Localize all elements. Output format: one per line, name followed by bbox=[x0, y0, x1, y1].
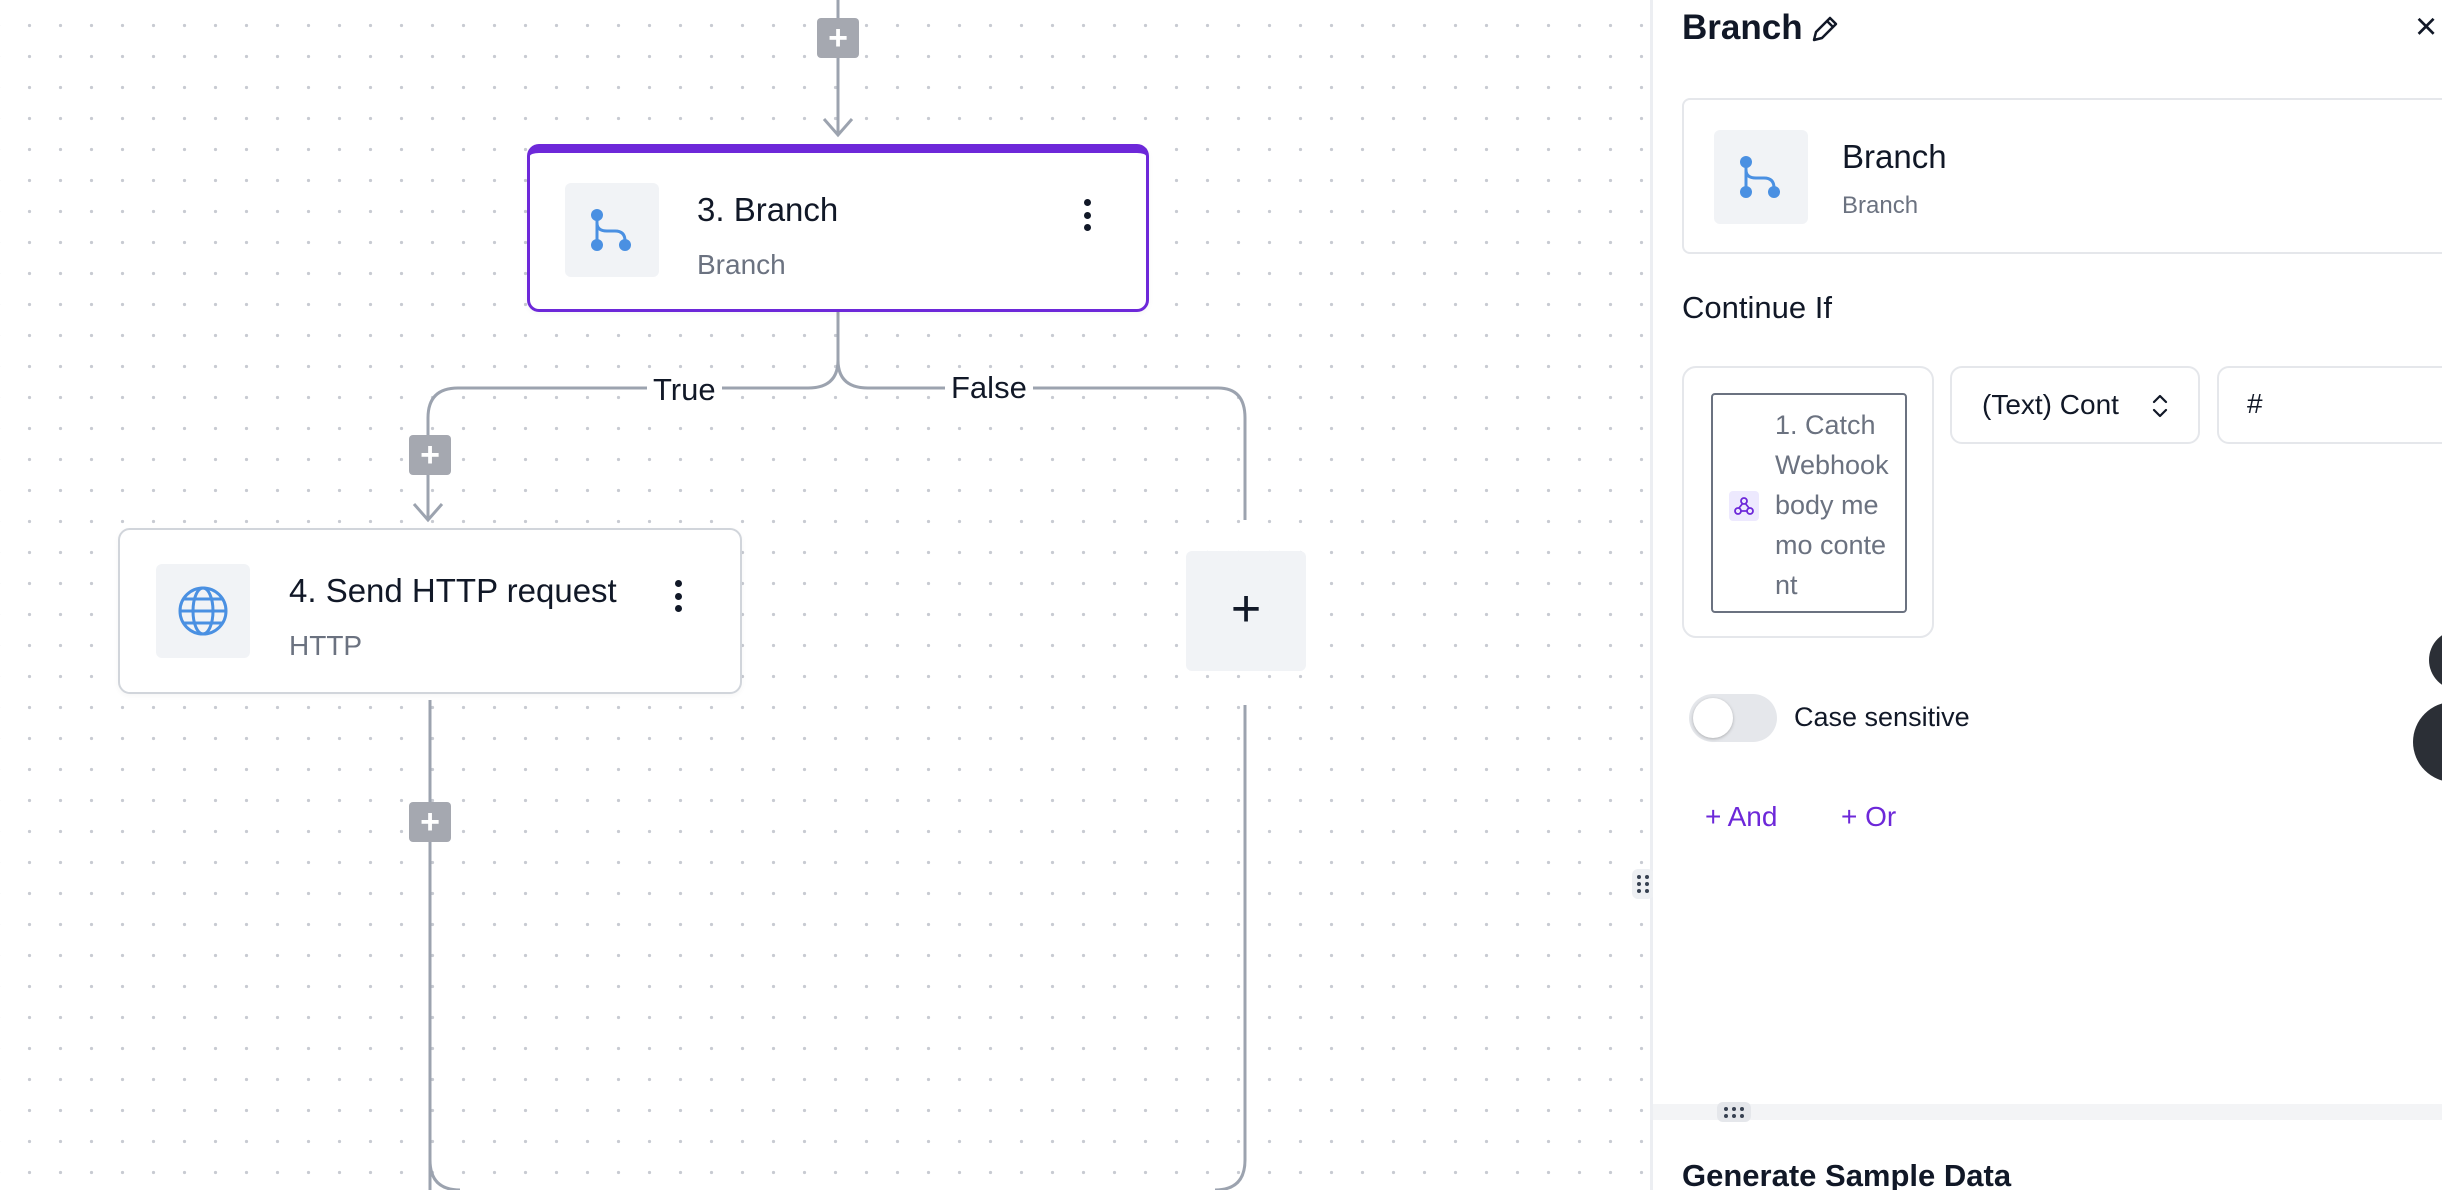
toggle-knob bbox=[1693, 698, 1733, 738]
floating-action-button-large[interactable] bbox=[2413, 702, 2442, 782]
close-icon[interactable]: × bbox=[2415, 6, 2438, 48]
http-step-menu-icon[interactable] bbox=[668, 576, 688, 616]
second-value-input[interactable]: # bbox=[2217, 366, 2442, 444]
branch-icon bbox=[1740, 156, 1780, 198]
edge-false-branch bbox=[836, 359, 1247, 520]
edge-arrowhead bbox=[412, 503, 444, 523]
branch-step-icon-box bbox=[565, 183, 659, 277]
branch-step-menu-icon[interactable] bbox=[1077, 195, 1097, 235]
edge-true-merge bbox=[428, 1159, 461, 1190]
continue-if-label: Continue If bbox=[1682, 290, 1832, 325]
piece-icon-box bbox=[1714, 130, 1808, 224]
pencil-icon[interactable] bbox=[1808, 12, 1842, 46]
edge-arrowhead bbox=[822, 118, 854, 138]
branch-step-card[interactable]: 3. Branch Branch bbox=[527, 144, 1149, 312]
add-and-condition-button[interactable]: + And bbox=[1705, 801, 1778, 832]
add-or-condition-button[interactable]: + Or bbox=[1841, 801, 1897, 832]
chevron-up-down-icon bbox=[2152, 394, 2168, 418]
add-step-button[interactable]: + bbox=[817, 18, 859, 58]
flow-canvas[interactable]: + + + True False 3. Branch Branch 4. Sen… bbox=[0, 0, 1650, 1190]
section-splitter bbox=[1653, 1104, 2442, 1120]
step-settings-panel: Branch × Branch Branch Continue If bbox=[1653, 0, 2442, 1190]
branch-step-title: 3. Branch bbox=[697, 191, 839, 228]
branch-icon bbox=[591, 209, 631, 251]
operator-select[interactable]: (Text) Cont bbox=[1950, 366, 2200, 444]
branch-step-subtitle: Branch bbox=[697, 249, 786, 280]
add-step-after-http-button[interactable]: + bbox=[409, 802, 451, 842]
http-step-icon-box bbox=[156, 564, 250, 658]
flow-edges bbox=[412, 0, 1247, 1190]
second-value-text: # bbox=[2247, 388, 2263, 419]
http-step-title: 4. Send HTTP request bbox=[289, 572, 617, 609]
piece-info-card: Branch Branch bbox=[1682, 98, 2442, 254]
resize-handle-icon[interactable] bbox=[1632, 869, 1654, 899]
http-step-subtitle: HTTP bbox=[289, 630, 363, 661]
first-value-text: 1. Catch Webhook body memo content bbox=[1775, 410, 1889, 600]
http-step-card[interactable]: 4. Send HTTP request HTTP bbox=[118, 528, 742, 694]
panel-title: Branch bbox=[1682, 8, 1803, 47]
floating-action-button-small[interactable] bbox=[2429, 630, 2442, 690]
true-branch-label: True bbox=[647, 372, 722, 408]
add-step-true-button[interactable]: + bbox=[409, 435, 451, 475]
section-resize-handle-icon[interactable] bbox=[1717, 1102, 1751, 1122]
case-sensitive-toggle[interactable] bbox=[1689, 694, 1777, 742]
edge-true-branch bbox=[426, 312, 840, 520]
case-sensitive-label: Case sensitive bbox=[1794, 702, 1970, 732]
globe-icon bbox=[178, 586, 228, 636]
false-branch-label: False bbox=[945, 370, 1033, 406]
piece-name: Branch bbox=[1842, 138, 1947, 175]
first-value-input[interactable]: 1. Catch Webhook body memo content bbox=[1711, 393, 1907, 613]
piece-subtitle: Branch bbox=[1842, 192, 1919, 219]
add-step-false-button[interactable]: + bbox=[1186, 551, 1306, 671]
edge-false-continuation bbox=[1214, 705, 1247, 1190]
generate-sample-data-title: Generate Sample Data bbox=[1682, 1158, 2012, 1190]
condition-group: 1. Catch Webhook body memo content bbox=[1682, 366, 1934, 638]
webhook-icon bbox=[1729, 491, 1759, 521]
panel-divider bbox=[1650, 0, 1653, 1190]
operator-selected-value: (Text) Cont bbox=[1982, 389, 2119, 420]
